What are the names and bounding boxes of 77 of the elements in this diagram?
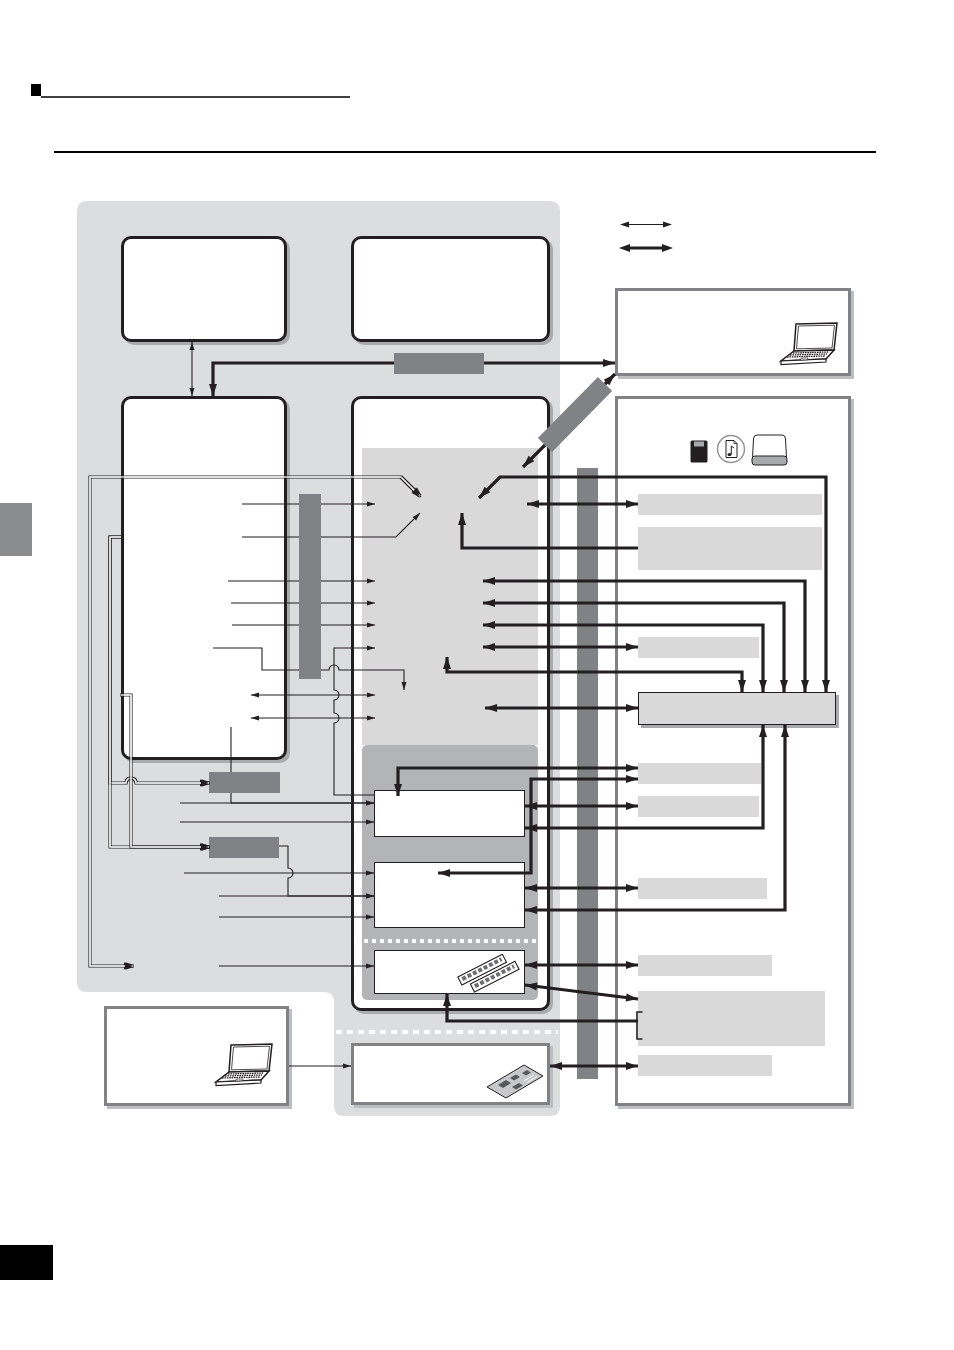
- shaded-bar: [638, 637, 759, 658]
- rounded-box: [351, 236, 550, 342]
- arrow: [320, 512, 421, 538]
- arrow: [477, 475, 830, 692]
- arrow: [89, 476, 421, 969]
- connector-line: [212, 647, 300, 671]
- bordered-bar: [638, 692, 836, 725]
- arrow: [179, 819, 375, 825]
- arrow: [250, 715, 376, 721]
- device-box: [615, 288, 851, 376]
- arrow: [525, 725, 767, 832]
- arrow: [525, 961, 638, 969]
- rounded-box: [351, 396, 550, 1011]
- connector-line: [230, 602, 300, 604]
- arrow: [485, 704, 638, 712]
- arrow: [525, 725, 789, 914]
- arrow: [218, 914, 375, 920]
- arrow: [250, 692, 376, 698]
- arrow: [320, 664, 407, 691]
- arrow: [218, 893, 375, 899]
- arrow: [483, 599, 788, 692]
- device-box: [577, 396, 854, 1109]
- arrow: [320, 622, 376, 628]
- module-box: [374, 790, 525, 837]
- arrow: [443, 994, 638, 1023]
- label-block: [394, 353, 484, 374]
- arrow: [320, 578, 376, 584]
- rounded-box: [121, 396, 287, 760]
- arrow: [120, 694, 210, 850]
- device-box: [104, 1006, 289, 1106]
- connector-line: [231, 624, 300, 626]
- arrow: [550, 1062, 638, 1070]
- shaded-area: [362, 745, 538, 1000]
- connector-line: [230, 726, 232, 773]
- shaded-bar: [638, 955, 772, 976]
- shaded-bar: [638, 796, 759, 817]
- arrow: [218, 963, 375, 969]
- background-panel: [77, 201, 560, 1116]
- bus-bar: [299, 494, 321, 679]
- shaded-bar: [638, 878, 767, 899]
- connector-line: [241, 503, 300, 505]
- arrow: [183, 870, 375, 876]
- module-box: [374, 950, 525, 994]
- shaded-bar: [638, 763, 761, 784]
- arrow: [524, 982, 639, 1002]
- arrow: [288, 1063, 352, 1069]
- arrow: [483, 643, 638, 651]
- connector-line: [241, 536, 300, 538]
- label-block: [209, 772, 280, 793]
- arrow: [209, 361, 394, 396]
- arrow: [525, 884, 638, 892]
- arrow: [484, 359, 615, 367]
- connector-line: [227, 580, 300, 582]
- module-box: [374, 862, 525, 928]
- arrow: [394, 764, 638, 796]
- arrow: [443, 657, 746, 692]
- rounded-box: [121, 236, 287, 342]
- arrow: [521, 443, 547, 469]
- arrow: [603, 372, 617, 386]
- shaded-bar: [638, 991, 825, 1046]
- arrow: [525, 802, 638, 810]
- arrow: [483, 621, 767, 692]
- arrow: [458, 513, 638, 550]
- arrow: [320, 501, 376, 507]
- shaded-bar: [638, 527, 822, 570]
- arrow: [333, 645, 376, 796]
- shaded-area: [362, 448, 538, 745]
- shaded-bar: [638, 1055, 772, 1076]
- label-block: [209, 837, 279, 858]
- arrow: [189, 341, 195, 397]
- arrow: [179, 800, 375, 806]
- arrow: [438, 775, 638, 877]
- device-box: [351, 1043, 550, 1105]
- arrow: [483, 577, 809, 692]
- arrow: [320, 600, 376, 606]
- shaded-bar: [638, 494, 822, 515]
- arrow: [527, 500, 638, 508]
